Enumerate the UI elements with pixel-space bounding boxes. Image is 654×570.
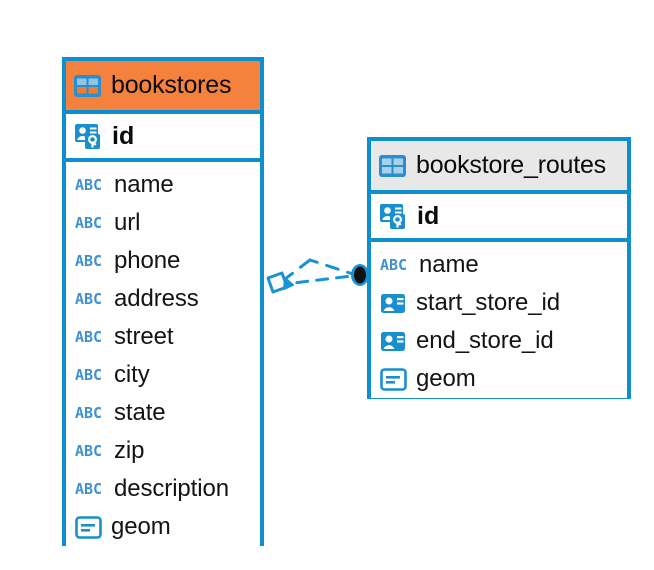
entity-bookstores-title: bookstores (111, 71, 232, 99)
foreign-key-icon (380, 291, 407, 316)
field-row[interactable]: ABC description (66, 470, 260, 508)
relationship-branch-left (279, 258, 312, 284)
abc-text-icon: ABC (75, 329, 105, 345)
entity-bookstore-routes-field-list: ABC name start_store_id (371, 242, 627, 400)
svg-text:ABC: ABC (380, 257, 407, 273)
entity-bookstores[interactable]: bookstores id (62, 57, 264, 546)
abc-text-icon: ABC (75, 405, 105, 421)
field-label: geom (111, 513, 171, 540)
field-row[interactable]: geom (371, 360, 627, 398)
svg-text:ABC: ABC (75, 405, 102, 421)
geometry-icon (75, 515, 102, 540)
abc-text-icon: ABC (75, 443, 105, 459)
field-label: state (114, 399, 166, 426)
entity-bookstore-routes[interactable]: bookstore_routes id (367, 137, 631, 399)
field-label: name (114, 171, 174, 198)
field-row[interactable]: geom (66, 508, 260, 546)
field-row[interactable]: ABC url (66, 204, 260, 242)
entity-bookstore-routes-primary-key-label: id (417, 201, 440, 230)
field-label: geom (416, 365, 476, 392)
primary-key-icon (379, 201, 409, 231)
field-label: description (114, 475, 229, 502)
svg-text:ABC: ABC (75, 329, 102, 345)
field-row[interactable]: start_store_id (371, 284, 627, 322)
field-label: street (114, 323, 174, 350)
field-label: name (419, 251, 479, 278)
field-row[interactable]: ABC name (371, 246, 627, 284)
field-row[interactable]: end_store_id (371, 322, 627, 360)
entity-bookstores-primary-key-label: id (112, 121, 135, 150)
abc-text-icon: ABC (75, 367, 105, 383)
svg-text:ABC: ABC (75, 481, 102, 497)
entity-bookstores-field-list: ABC name ABC url ABC phone ABC (66, 162, 260, 548)
svg-text:ABC: ABC (75, 367, 102, 383)
field-label: city (114, 361, 150, 388)
field-label: end_store_id (416, 327, 554, 354)
abc-text-icon: ABC (75, 481, 105, 497)
field-row[interactable]: ABC phone (66, 242, 260, 280)
entity-bookstores-header[interactable]: bookstores (66, 61, 260, 114)
entity-bookstore-routes-header[interactable]: bookstore_routes (371, 141, 627, 194)
field-label: start_store_id (416, 289, 561, 316)
relationship-branch-top (308, 258, 361, 278)
table-icon (379, 154, 406, 177)
geometry-icon (380, 367, 407, 392)
field-row[interactable]: ABC city (66, 356, 260, 394)
field-row[interactable]: ABC address (66, 280, 260, 318)
abc-text-icon: ABC (75, 215, 105, 231)
field-row[interactable]: ABC street (66, 318, 260, 356)
svg-text:ABC: ABC (75, 215, 102, 231)
field-label: zip (114, 437, 145, 464)
primary-key-icon (74, 121, 104, 151)
svg-text:ABC: ABC (75, 291, 102, 307)
svg-text:ABC: ABC (75, 177, 102, 193)
svg-text:ABC: ABC (75, 253, 102, 269)
entity-bookstore-routes-title: bookstore_routes (416, 151, 606, 179)
abc-text-icon: ABC (75, 177, 105, 193)
field-row[interactable]: ABC name (66, 166, 260, 204)
relationship-branch-upper (275, 273, 362, 287)
abc-text-icon: ABC (75, 253, 105, 269)
foreign-key-icon (380, 329, 407, 354)
entity-bookstore-routes-primary-key-row[interactable]: id (371, 194, 627, 242)
relationship-source-diamond-icon (266, 271, 294, 294)
field-label: url (114, 209, 141, 236)
svg-text:ABC: ABC (75, 443, 102, 459)
relationship-connector[interactable] (255, 240, 385, 335)
field-row[interactable]: ABC state (66, 394, 260, 432)
entity-bookstores-primary-key-row[interactable]: id (66, 114, 260, 162)
field-row[interactable]: ABC zip (66, 432, 260, 470)
abc-text-icon: ABC (75, 291, 105, 307)
field-label: address (114, 285, 199, 312)
field-label: phone (114, 247, 181, 274)
abc-text-icon: ABC (380, 257, 410, 273)
table-icon (74, 74, 101, 97)
